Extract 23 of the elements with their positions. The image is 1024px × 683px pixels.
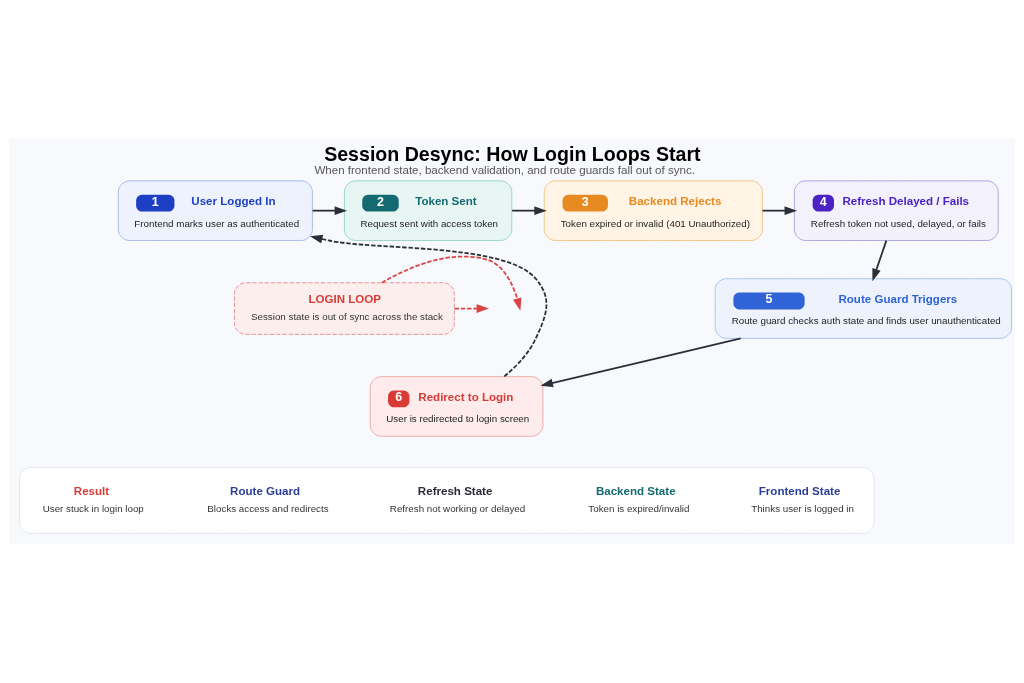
diagram-title: Session Desync: How Login Loops Start: [324, 142, 701, 165]
caption: When frontend state, backend validation, and route guards fall out of sync.: [314, 164, 695, 177]
node-box: 5 Route Guard Triggers Route guard checks auth state and finds user unauthenticated: [714, 278, 1012, 339]
cluster: [19, 467, 875, 534]
node-text: Frontend State Thinks user is logged in: [751, 484, 854, 514]
arrow: [453, 304, 490, 313]
node-box: 4 Refresh Delayed / Fails Refresh token not used, delayed, or fails: [793, 180, 999, 241]
arrow: [872, 239, 888, 282]
node-box: 6 Redirect to Login User is redirected to login screen: [369, 376, 544, 437]
arrow: [311, 206, 348, 216]
node-text: Result User stuck in login loop: [42, 484, 144, 514]
node-box: LOGIN LOOP Session state is out of sync across the stack: [234, 282, 455, 335]
node-box: 1 User Logged In Frontend marks user as authenticated: [117, 180, 313, 241]
node-text: Route Guard Blocks access and redirects: [207, 484, 329, 514]
arrow: [511, 206, 547, 216]
node-text: Refresh State Refresh not working or delayed: [389, 484, 526, 514]
arrow: [761, 206, 798, 216]
node-box: 2 Token Sent Request sent with access token: [344, 180, 513, 241]
arrow: [540, 337, 742, 388]
arrow: [380, 255, 522, 311]
node-text: Backend State Token is expired/invalid: [588, 484, 690, 514]
node-box: 3 Backend Rejects Token expired or invalid (401 Unauthorized): [543, 180, 763, 241]
arrow: [310, 234, 548, 378]
